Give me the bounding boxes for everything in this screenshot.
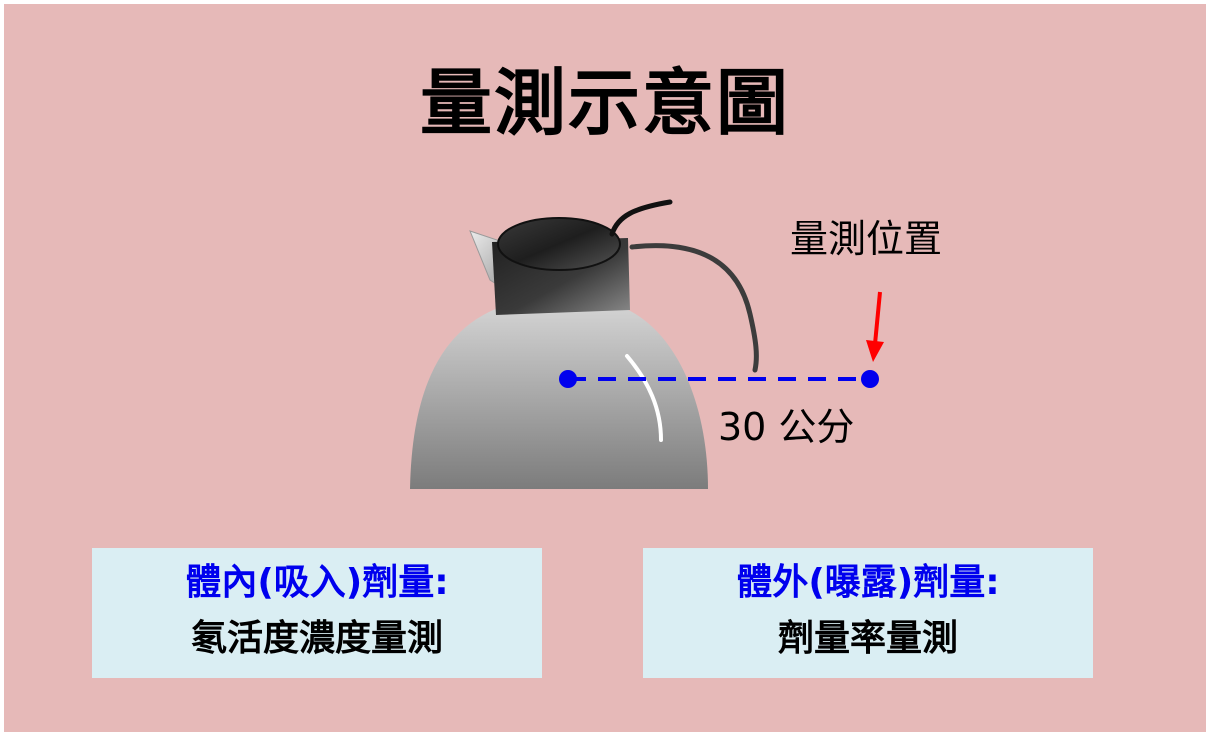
external-dose-method: 劑量率量測	[777, 618, 958, 659]
external-dose-heading: 體外(曝露)劑量:	[736, 562, 1000, 603]
kettle-icon	[410, 199, 759, 489]
internal-dose-box: 體內(吸入)劑量: 氡活度濃度量測	[92, 548, 542, 678]
measurement-position-label: 量測位置	[790, 217, 943, 261]
source-point	[559, 370, 577, 388]
internal-dose-method: 氡活度濃度量測	[190, 618, 443, 659]
page-title: 量測示意圖	[419, 61, 790, 145]
slide: 量測示意圖	[4, 4, 1206, 732]
measurement-point	[861, 370, 879, 388]
distance-label: 30 公分	[718, 405, 855, 449]
internal-dose-heading: 體內(吸入)劑量:	[185, 562, 449, 603]
red-arrow-icon	[866, 291, 884, 362]
measurement-diagram	[410, 199, 884, 489]
external-dose-box: 體外(曝露)劑量: 劑量率量測	[643, 548, 1093, 678]
